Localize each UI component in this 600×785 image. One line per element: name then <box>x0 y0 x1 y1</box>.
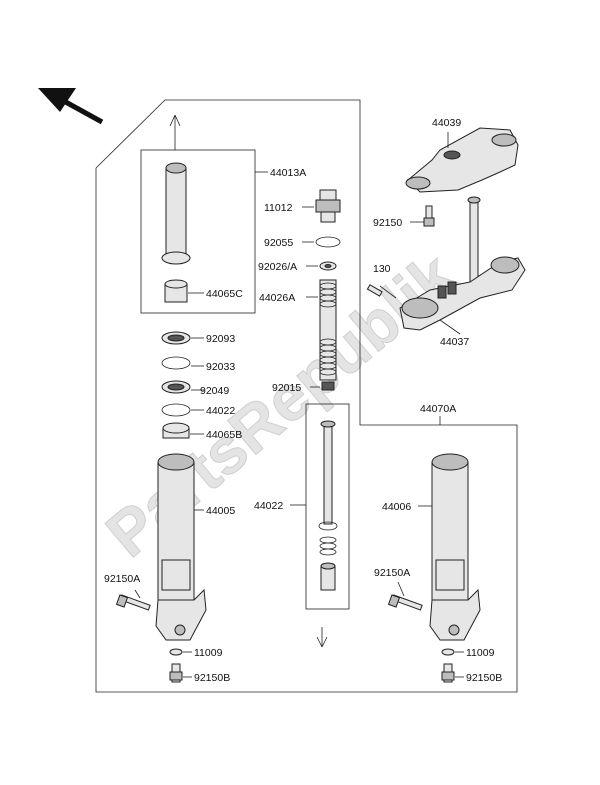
bolt-92150-top <box>423 205 435 227</box>
bushing-44065b <box>162 422 190 439</box>
o-ring-92055 <box>315 236 341 248</box>
label-130: 130 <box>373 263 391 275</box>
ring-44022 <box>161 403 191 417</box>
direction-arrow-icon <box>38 88 104 125</box>
label-44037: 44037 <box>440 336 469 348</box>
spring-44026a <box>319 279 337 381</box>
bolt-92150a-right <box>387 594 423 611</box>
label-11009-right: 11009 <box>466 647 495 659</box>
washer-92026a <box>319 261 337 271</box>
steering-stem-44037 <box>399 196 526 331</box>
circlip-92033 <box>161 356 191 370</box>
label-44006: 44006 <box>382 501 411 513</box>
seal-92049 <box>161 380 191 394</box>
bolt-130 <box>366 284 383 297</box>
label-92150-top: 92150 <box>373 217 402 229</box>
outer-tube-44006 <box>429 453 481 641</box>
washer-11009-left <box>169 648 183 656</box>
nut-92015 <box>321 381 335 391</box>
label-92055: 92055 <box>264 237 293 249</box>
group-box-44013a <box>140 149 256 314</box>
assembly-outline <box>95 99 518 693</box>
label-44013a: 44013A <box>270 167 306 179</box>
outer-tube-44005 <box>155 453 207 641</box>
label-92150b-right: 92150B <box>466 672 502 684</box>
label-44065b: 44065B <box>206 429 242 441</box>
label-44070a: 44070A <box>420 403 456 415</box>
label-92150a-right: 92150A <box>374 567 410 579</box>
label-44065c: 44065C <box>206 288 243 300</box>
label-92093: 92093 <box>206 333 235 345</box>
label-92150b-left: 92150B <box>194 672 230 684</box>
label-44022-ring: 44022 <box>206 405 235 417</box>
label-11012: 11012 <box>264 202 293 214</box>
bolt-92150b-right <box>441 663 455 683</box>
oil-seal-92093 <box>161 331 191 345</box>
label-11009-left: 11009 <box>194 647 223 659</box>
bolt-92150b-left <box>169 663 183 683</box>
label-44022-tube: 44022 <box>254 500 283 512</box>
upper-bracket-44039 <box>405 127 519 193</box>
label-44005: 44005 <box>206 505 235 517</box>
label-92150a-left: 92150A <box>104 573 140 585</box>
label-44026a: 44026A <box>259 292 295 304</box>
label-92033: 92033 <box>206 361 235 373</box>
cap-bolt-11012 <box>315 189 341 223</box>
label-92015: 92015 <box>272 382 301 394</box>
inner-tube-44013a <box>161 162 191 265</box>
bolt-92150a-left <box>115 594 151 611</box>
damper-rod-44022 <box>318 420 338 591</box>
label-92026a: 92026/A <box>258 261 297 273</box>
pointer-marks <box>169 114 328 648</box>
label-44039: 44039 <box>432 117 461 129</box>
label-92049: 92049 <box>200 385 229 397</box>
bushing-44065c <box>164 279 188 303</box>
washer-11009-right <box>441 648 455 656</box>
group-box-44022 <box>305 403 350 610</box>
watermark-text: PartsRepublik <box>93 239 469 571</box>
